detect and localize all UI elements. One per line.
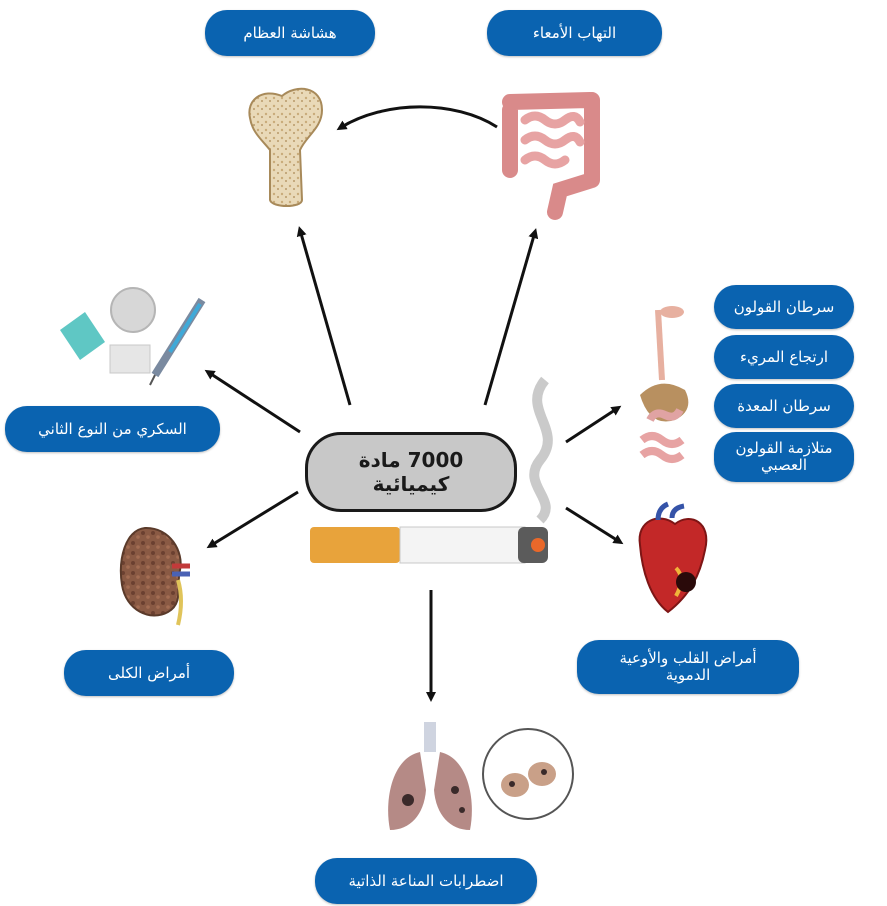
bone-icon xyxy=(248,87,324,207)
kidney-icon xyxy=(119,526,190,626)
digestive-system-icon xyxy=(639,306,689,463)
arrow-center-to-heart xyxy=(565,506,624,545)
label-osteoporosis: هشاشة العظام xyxy=(205,10,375,56)
cigarette-icon xyxy=(310,376,553,564)
lungs-icon xyxy=(388,722,574,830)
center-line-1: 7000 مادة xyxy=(358,448,464,472)
arrows xyxy=(204,105,624,702)
intestine-icon xyxy=(502,92,600,220)
label-heart-line-1: أمراض القلب والأوعية xyxy=(619,649,757,667)
label-ibs-line-1: متلازمة القولون xyxy=(735,439,833,457)
label-ibs-line-2: العصبي xyxy=(761,456,808,474)
label-autoimmune-disorders: اضطرابات المناعة الذاتية xyxy=(315,858,537,904)
arrow-center-to-kidney xyxy=(206,490,299,549)
arrow-intestine-to-bone xyxy=(336,105,498,131)
arrow-center-to-intestine xyxy=(483,228,539,406)
label-acid-reflux: ارتجاع المريء xyxy=(714,335,854,379)
label-heart-line-2: الدموية xyxy=(665,666,711,684)
label-colon-cancer: سرطان القولون xyxy=(714,285,854,329)
heart-icon xyxy=(638,501,708,614)
arrow-center-to-diabetes xyxy=(204,369,301,434)
label-ibs: متلازمة القولون العصبي xyxy=(714,432,854,482)
arrow-center-to-bone xyxy=(296,226,352,406)
label-bowel-inflammation: التهاب الأمعاء xyxy=(487,10,662,56)
center-line-2: كيميائية xyxy=(372,472,450,496)
label-cardiovascular-disease: أمراض القلب والأوعية الدموية xyxy=(577,640,799,694)
pills-syringe-icon xyxy=(60,287,206,386)
center-chemicals-label: 7000 مادة كيميائية xyxy=(305,432,517,512)
label-kidney-disease: أمراض الكلى xyxy=(64,650,234,696)
label-stomach-cancer: سرطان المعدة xyxy=(714,384,854,428)
label-type2-diabetes: السكري من النوع الثاني xyxy=(5,406,220,452)
arrow-center-to-digestive xyxy=(565,405,622,444)
